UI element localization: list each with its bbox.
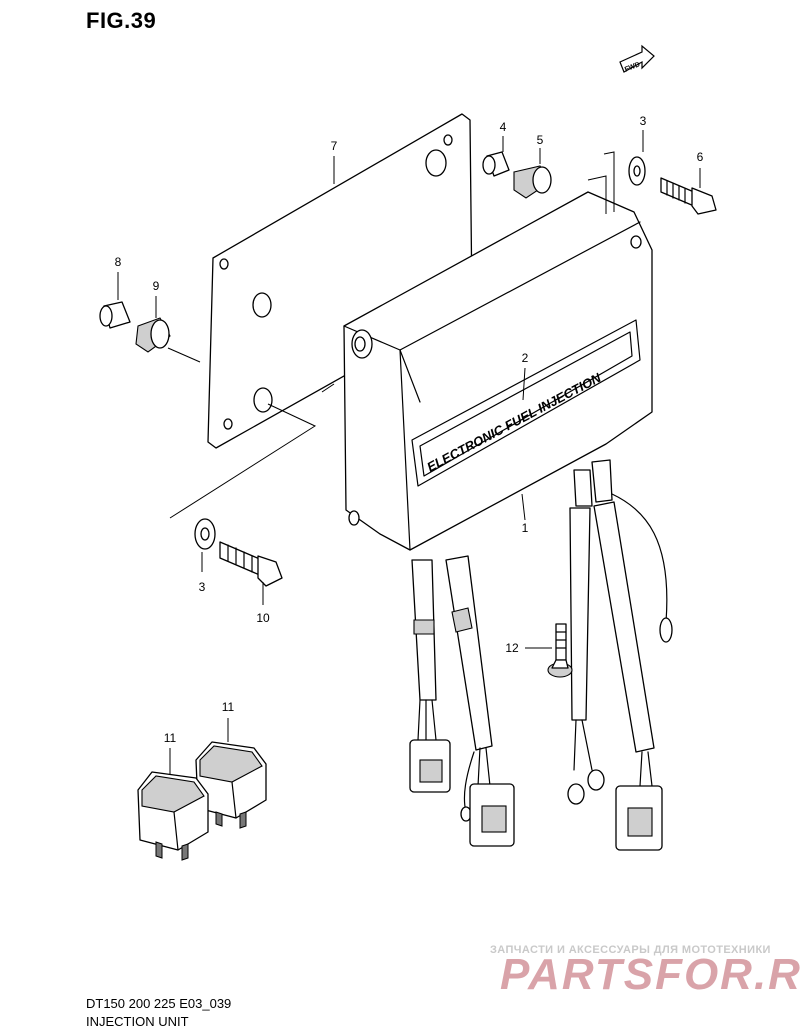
bolt-bottom — [219, 541, 283, 587]
part-label-11-rear: 11 — [221, 700, 235, 714]
part-label-3-top: 3 — [639, 114, 647, 128]
part-label-11-front: 11 — [163, 731, 177, 745]
part-label-9: 9 — [152, 279, 160, 293]
part-label-12: 12 — [505, 641, 519, 655]
watermark-tagline: ЗАПЧАСТИ И АКСЕССУАРЫ ДЛЯ МОТОТЕХНИКИ — [490, 944, 771, 956]
part-label-5: 5 — [536, 133, 544, 147]
part-label-7: 7 — [330, 139, 338, 153]
grommet-top — [513, 165, 552, 199]
part-label-1: 1 — [521, 521, 529, 535]
collar-top — [482, 151, 510, 177]
injection-unit-body — [343, 191, 653, 551]
collar-left — [99, 301, 131, 329]
mounting-plate — [207, 113, 473, 449]
footer-title: INJECTION UNIT — [86, 1014, 189, 1029]
footer-model: DT150 200 225 E03_039 — [86, 996, 232, 1011]
relay-front — [137, 771, 209, 861]
grommet-left — [135, 317, 171, 353]
part-label-2: 2 — [521, 351, 529, 365]
wire-harness-left — [409, 555, 515, 847]
part-label-6: 6 — [696, 150, 704, 164]
figure-title: FIG.39 — [86, 8, 157, 33]
bolt-top — [660, 177, 717, 215]
washer-bottom — [194, 518, 216, 550]
fwd-arrow-icon: FWD — [619, 44, 655, 74]
part-label-4: 4 — [499, 120, 507, 134]
wire-harness-right — [567, 459, 673, 851]
part-label-3-bottom: 3 — [198, 580, 206, 594]
washer-top — [628, 156, 646, 186]
part-label-10: 10 — [256, 611, 270, 625]
part-label-8: 8 — [114, 255, 122, 269]
watermark-logo: PARTSFOR.RU — [500, 950, 800, 999]
fitting — [547, 623, 573, 678]
